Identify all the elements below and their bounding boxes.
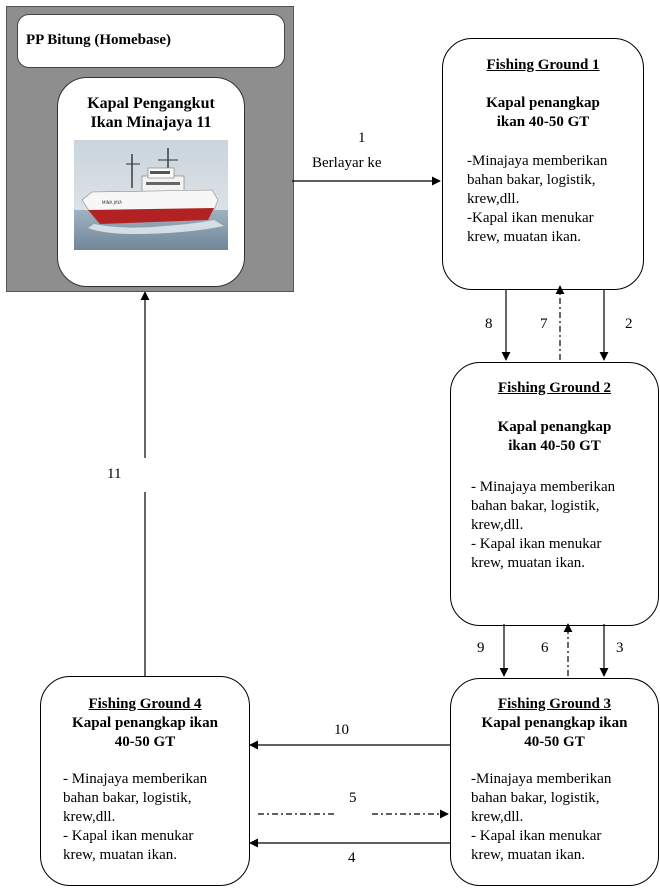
route-6-label: 6: [541, 640, 549, 656]
fg4-desc-line: krew, muatan ikan.: [63, 847, 177, 863]
fg4-vessel-line2: 40-50 GT: [114, 734, 176, 750]
fg1-desc-line: -Minajaya memberikan: [467, 153, 608, 169]
fg1-description: -Minajaya memberikan bahan bakar, logist…: [467, 152, 643, 247]
fg4-title: Fishing Ground 4: [88, 696, 202, 712]
ship-title-line1: Kapal Pengangkut: [87, 95, 215, 112]
route-1-text: Berlayar ke: [312, 155, 382, 171]
fishing-ground-3-node: Fishing Ground 3 Kapal penangkap ikan 40…: [450, 678, 659, 886]
fg3-vessel-line1: Kapal penangkap ikan: [481, 715, 628, 731]
route-2-label: 2: [625, 316, 633, 332]
fg3-desc-line: krew, muatan ikan.: [471, 847, 585, 863]
fg3-desc-line: - Kapal ikan menukar: [471, 828, 602, 844]
ship-title: Kapal Pengangkut Ikan Minajaya 11: [58, 94, 244, 132]
route-7-label: 7: [540, 316, 548, 332]
fishing-ground-2-node: Fishing Ground 2 Kapal penangkap ikan 40…: [450, 362, 659, 626]
fg1-desc-line: krew,dll.: [467, 191, 520, 207]
fishing-ground-4-node: Fishing Ground 4 Kapal penangkap ikan 40…: [40, 676, 250, 886]
fg3-title: Fishing Ground 3: [497, 696, 612, 712]
ship-node: Kapal Pengangkut Ikan Minajaya 11: [57, 77, 245, 287]
homebase-label: PP Bitung (Homebase): [26, 32, 171, 48]
fg3-desc-line: -Minajaya memberikan: [471, 771, 612, 787]
fg2-desc-line: krew,dll.: [471, 517, 524, 533]
fg3-description: -Minajaya memberikan bahan bakar, logist…: [471, 770, 658, 865]
fg2-title: Fishing Ground 2: [497, 380, 612, 396]
fg3-desc-line: krew,dll.: [471, 809, 524, 825]
ship-title-line2: Ikan Minajaya 11: [90, 114, 212, 131]
fg4-vessel-line1: Kapal penangkap ikan: [72, 715, 218, 731]
fg2-description: - Minajaya memberikan bahan bakar, logis…: [471, 478, 658, 573]
fishing-ground-1-node: Fishing Ground 1 Kapal penangkap ikan 40…: [442, 38, 644, 290]
route-5-label: 5: [349, 790, 357, 806]
fg3-desc-line: bahan bakar, logistik,: [471, 790, 600, 806]
route-10-label: 10: [334, 722, 349, 738]
fg2-vessel-line1: Kapal penangkap: [497, 419, 612, 435]
route-1-label: 1: [358, 130, 366, 146]
fg1-vessel-line2: ikan 40-50 GT: [496, 114, 590, 130]
route-8-label: 8: [485, 316, 493, 332]
fg1-title: Fishing Ground 1: [486, 57, 600, 73]
route-9-label: 9: [477, 640, 485, 656]
route-11-label: 11: [107, 466, 122, 482]
fg4-desc-line: - Kapal ikan menukar: [63, 828, 194, 844]
fg4-desc-line: bahan bakar, logistik,: [63, 790, 192, 806]
homebase-label-box: PP Bitung (Homebase): [17, 14, 285, 68]
fg2-desc-line: - Minajaya memberikan: [471, 479, 616, 495]
fg1-desc-line: bahan bakar, logistik,: [467, 172, 596, 188]
fg1-vessel-line1: Kapal penangkap: [486, 95, 600, 111]
fg2-desc-line: bahan bakar, logistik,: [471, 498, 600, 514]
homebase-panel: PP Bitung (Homebase) Kapal Pengangkut Ik…: [6, 6, 294, 292]
fg2-desc-line: krew, muatan ikan.: [471, 555, 585, 571]
fg2-desc-line: - Kapal ikan menukar: [471, 536, 602, 552]
fg4-desc-line: - Minajaya memberikan: [63, 771, 208, 787]
route-4-label: 4: [348, 850, 356, 866]
fg4-desc-line: krew,dll.: [63, 809, 116, 825]
fg3-vessel-line2: 40-50 GT: [524, 734, 585, 750]
route-3-label: 3: [616, 640, 624, 656]
fg4-description: - Minajaya memberikan bahan bakar, logis…: [63, 770, 249, 865]
svg-text:MINA JAYA: MINA JAYA: [102, 200, 122, 205]
fg2-vessel-line2: ikan 40-50 GT: [508, 438, 601, 454]
fg1-desc-line: -Kapal ikan menukar: [467, 210, 594, 226]
fg1-desc-line: krew, muatan ikan.: [467, 229, 581, 245]
ship-photo: MINA JAYA: [74, 140, 228, 250]
